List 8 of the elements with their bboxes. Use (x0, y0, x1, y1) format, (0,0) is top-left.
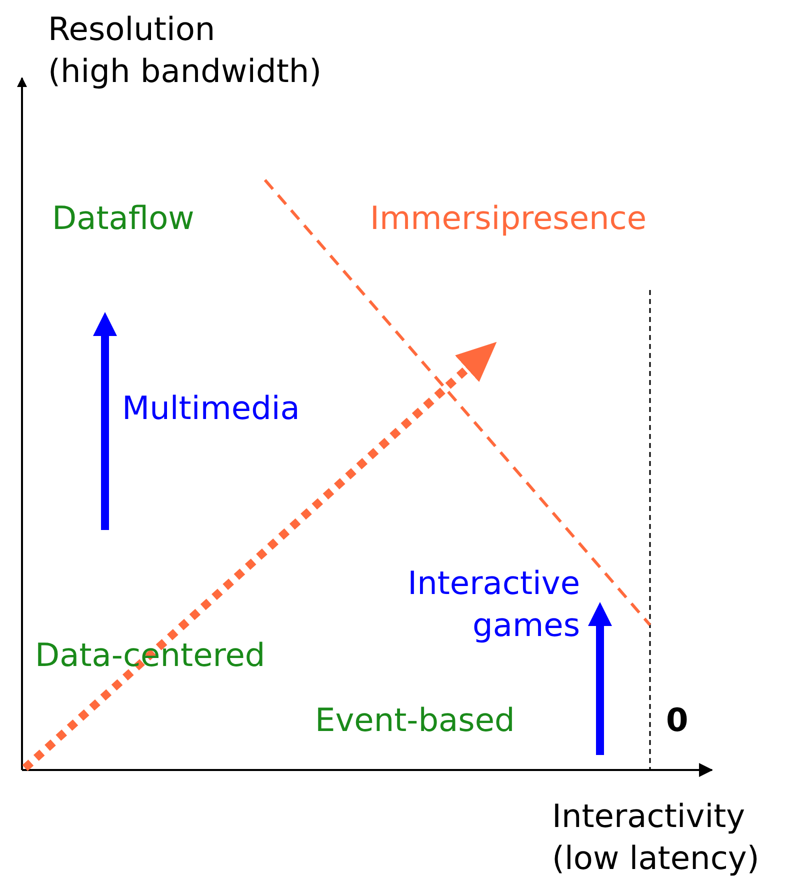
category-label: Event-based (315, 700, 515, 741)
category-label: Interactive games (406, 563, 580, 646)
axis-title: Interactivity (low latency) (552, 796, 760, 879)
category-label: Immersipresence (370, 198, 647, 239)
axis-title: Resolution (high bandwidth) (48, 9, 322, 92)
zero-mark: 0 (666, 700, 688, 741)
category-label: Dataflow (52, 198, 194, 239)
category-label: Multimedia (122, 388, 300, 429)
